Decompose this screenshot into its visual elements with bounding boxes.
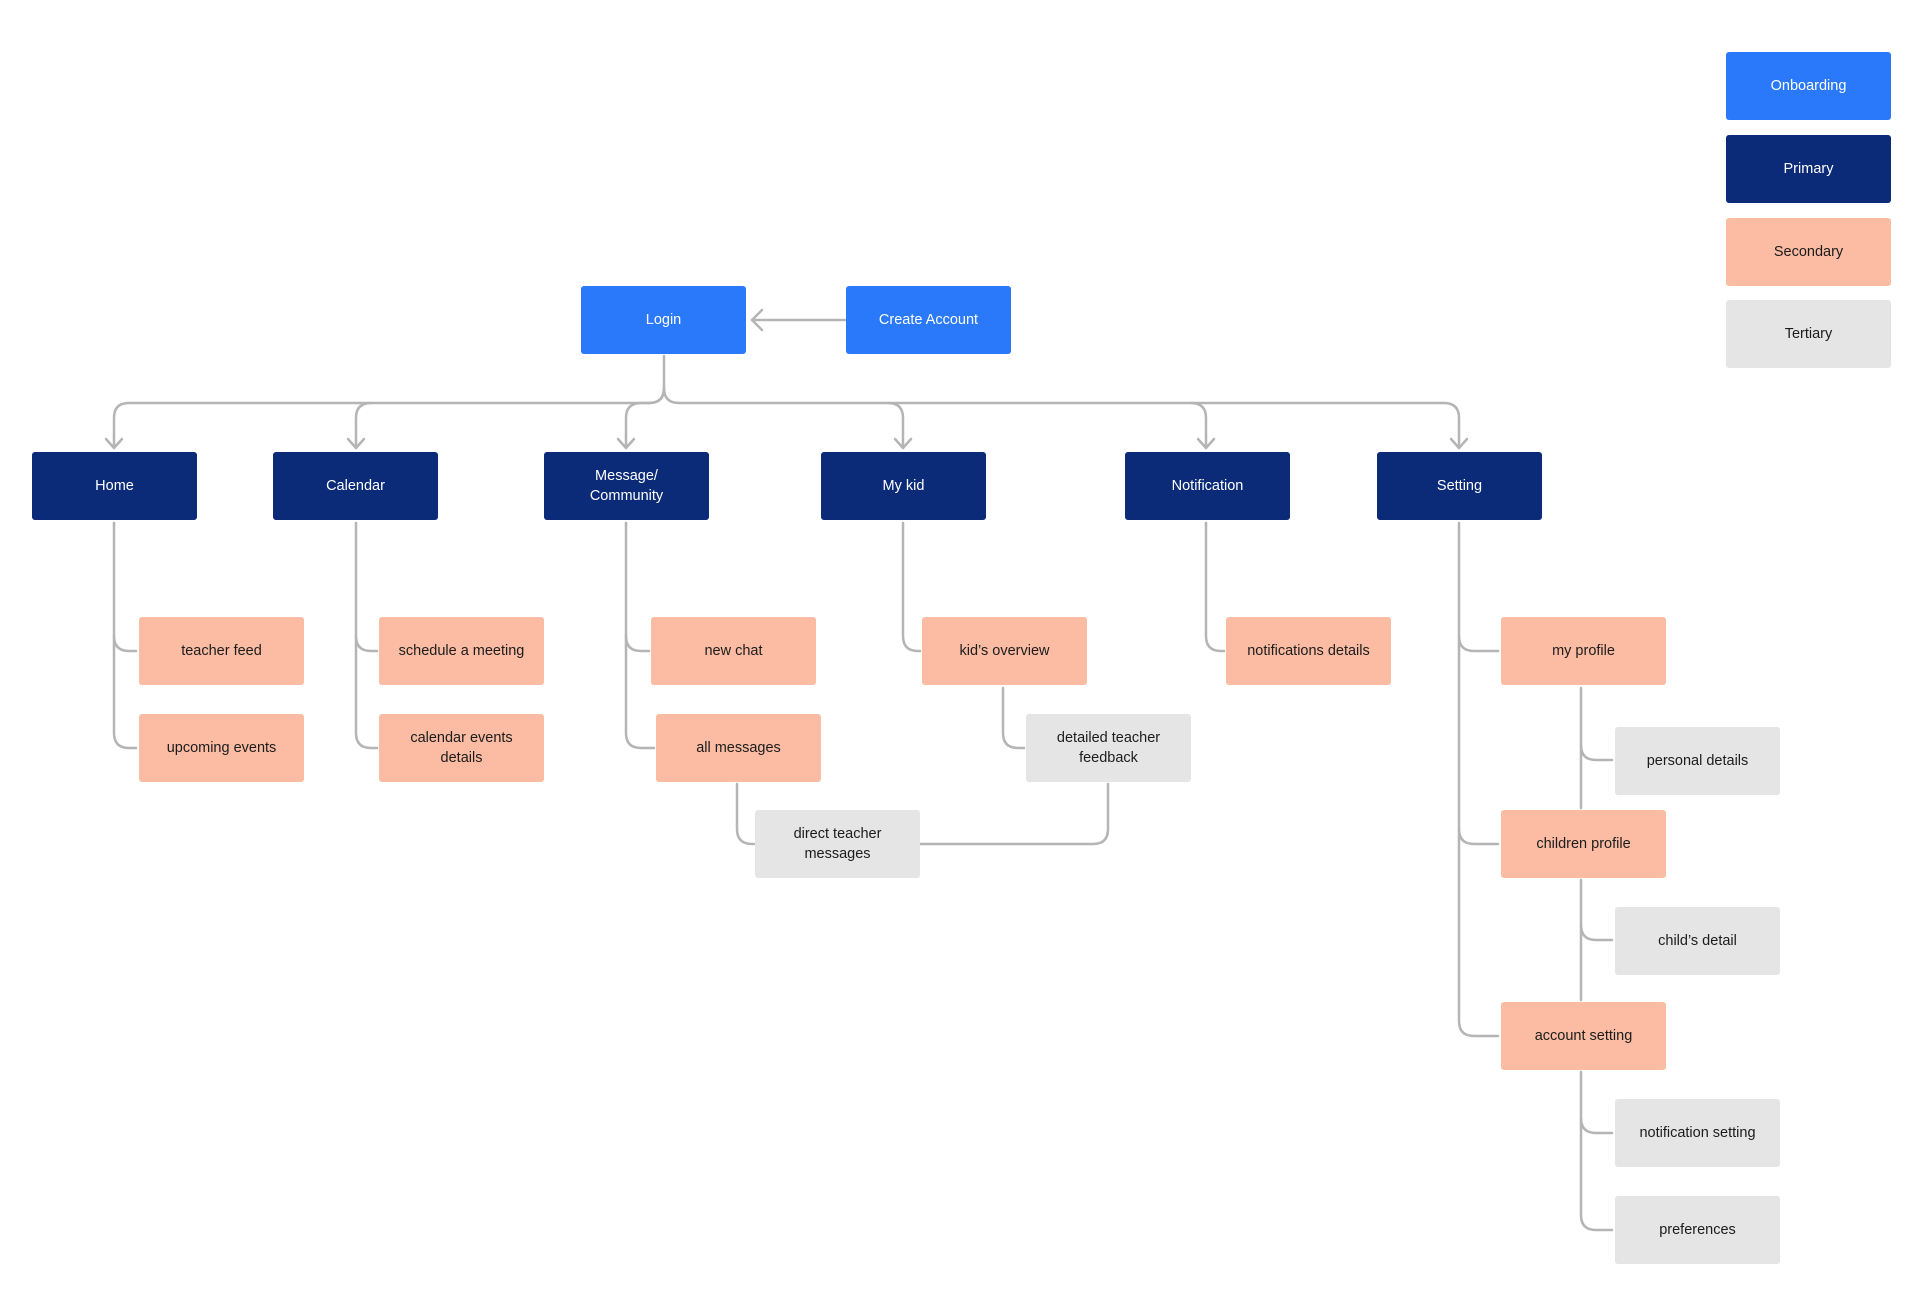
node-message-community: Message/ Community bbox=[544, 452, 709, 520]
edge-mykid-overview bbox=[901, 521, 922, 653]
edge-feedback-direct-messages bbox=[918, 782, 1110, 846]
arrowhead-mykid bbox=[893, 437, 913, 450]
edge-login-message bbox=[624, 386, 666, 450]
node-schedule-a-meeting: schedule a meeting bbox=[379, 617, 544, 685]
edge-login-calendar bbox=[354, 401, 373, 450]
edge-setting-my-profile bbox=[1457, 521, 1500, 653]
node-personal-details: personal details bbox=[1615, 727, 1780, 795]
arrowhead-calendar bbox=[346, 437, 366, 450]
legend-tertiary: Tertiary bbox=[1726, 300, 1891, 368]
node-home: Home bbox=[32, 452, 197, 520]
edge-account-preferences bbox=[1579, 1116, 1614, 1232]
node-my-kid: My kid bbox=[821, 452, 986, 520]
node-account-setting: account setting bbox=[1501, 1002, 1666, 1070]
edge-overview-detailed-feedback bbox=[1001, 686, 1026, 750]
edge-message-all-messages bbox=[624, 634, 656, 750]
arrowhead-home bbox=[104, 437, 124, 450]
node-direct-teacher-messages: direct teacher messages bbox=[755, 810, 920, 878]
node-children-profile: children profile bbox=[1501, 810, 1666, 878]
edge-home-teacher-feed bbox=[112, 521, 138, 653]
edge-message-new-chat bbox=[624, 521, 651, 653]
edge-setting-account-setting bbox=[1457, 827, 1500, 1038]
arrowhead-message bbox=[616, 437, 636, 450]
node-notifications-details: notifications details bbox=[1226, 617, 1391, 685]
legend-secondary: Secondary bbox=[1726, 218, 1891, 286]
edge-login-mykid bbox=[886, 401, 905, 450]
edge-my-profile-personal bbox=[1579, 686, 1614, 762]
node-childs-detail: child’s detail bbox=[1615, 907, 1780, 975]
node-setting: Setting bbox=[1377, 452, 1542, 520]
edge-home-upcoming-events bbox=[112, 634, 138, 750]
node-new-chat: new chat bbox=[651, 617, 816, 685]
node-kids-overview: kid’s overview bbox=[922, 617, 1087, 685]
node-upcoming-events: upcoming events bbox=[139, 714, 304, 782]
node-login: Login bbox=[581, 286, 746, 354]
edge-calendar-events bbox=[354, 634, 379, 750]
edge-account-notification-setting bbox=[1579, 1070, 1614, 1135]
edge-all-messages-direct bbox=[735, 782, 756, 846]
node-detailed-teacher-feedback: detailed teacher feedback bbox=[1026, 714, 1191, 782]
node-preferences: preferences bbox=[1615, 1196, 1780, 1264]
legend-onboarding: Onboarding bbox=[1726, 52, 1891, 120]
edge-login-notification bbox=[1189, 401, 1208, 450]
node-create-account: Create Account bbox=[846, 286, 1011, 354]
arrowhead-login bbox=[750, 308, 764, 332]
node-notification: Notification bbox=[1125, 452, 1290, 520]
node-teacher-feed: teacher feed bbox=[139, 617, 304, 685]
legend-primary: Primary bbox=[1726, 135, 1891, 203]
node-my-profile: my profile bbox=[1501, 617, 1666, 685]
edge-calendar-schedule bbox=[354, 521, 379, 653]
edge-children-profile-childs-detail bbox=[1579, 878, 1614, 942]
edge-notification-details bbox=[1204, 521, 1226, 653]
node-calendar: Calendar bbox=[273, 452, 438, 520]
edge-login-home bbox=[112, 386, 666, 450]
node-all-messages: all messages bbox=[656, 714, 821, 782]
edge-login-setting bbox=[662, 386, 1461, 450]
node-notification-setting: notification setting bbox=[1615, 1099, 1780, 1167]
node-calendar-events-details: calendar events details bbox=[379, 714, 544, 782]
edge-setting-children-profile bbox=[1457, 634, 1500, 846]
arrowhead-setting bbox=[1449, 437, 1469, 450]
arrowhead-notification bbox=[1196, 437, 1216, 450]
